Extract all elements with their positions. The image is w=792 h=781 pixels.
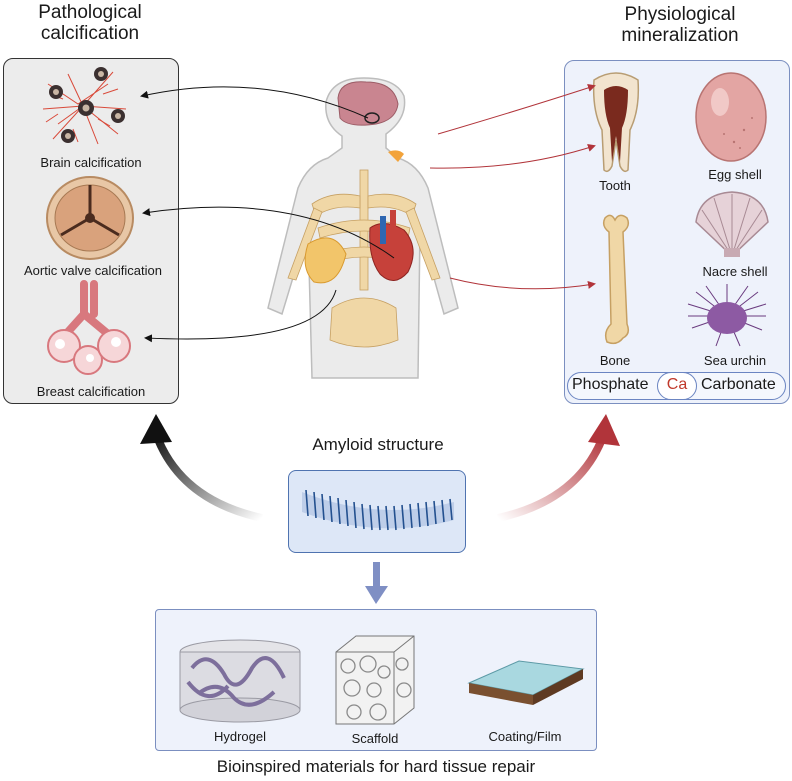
egg-shell-icon <box>695 72 767 162</box>
pathological-title: Pathological calcification <box>38 2 142 44</box>
coating-film-icon <box>467 660 585 705</box>
bone-label: Bone <box>599 353 631 368</box>
scaffold-label: Scaffold <box>351 731 399 746</box>
physiological-title: Physiological mineralization <box>621 4 739 46</box>
bone-icon <box>602 214 630 345</box>
sea-urchin-label: Sea urchin <box>703 353 767 368</box>
aortic-valve-icon <box>46 176 134 260</box>
hydrogel-label: Hydrogel <box>213 729 267 744</box>
egg-shell-label: Egg shell <box>708 167 762 182</box>
aortic-valve-label: Aortic valve calcification <box>24 263 162 278</box>
tooth-icon <box>592 72 640 173</box>
hydrogel-icon <box>179 639 301 723</box>
bioinspired-materials-title: Bioinspired materials for hard tissue re… <box>216 757 536 776</box>
calcium-label: Ca <box>666 376 688 393</box>
breast-calcification-label: Breast calcification <box>36 384 146 399</box>
breast-calcification-icon <box>47 280 131 375</box>
phosphate-label: Phosphate <box>572 376 649 393</box>
amyloid-fibril-icon <box>302 489 454 531</box>
scaffold-icon <box>335 635 415 725</box>
brain-calcification-label: Brain calcification <box>40 155 142 170</box>
amyloid-structure-label: Amyloid structure <box>312 435 444 454</box>
coating-film-label: Coating/Film <box>488 729 562 744</box>
nacre-shell-label: Nacre shell <box>702 264 768 279</box>
tooth-label: Tooth <box>599 178 631 193</box>
carbonate-label: Carbonate <box>701 376 776 393</box>
sea-urchin-icon <box>687 284 767 347</box>
calcium-ring <box>657 372 697 400</box>
brain-calcification-icon <box>42 67 127 145</box>
nacre-shell-icon <box>695 191 769 258</box>
